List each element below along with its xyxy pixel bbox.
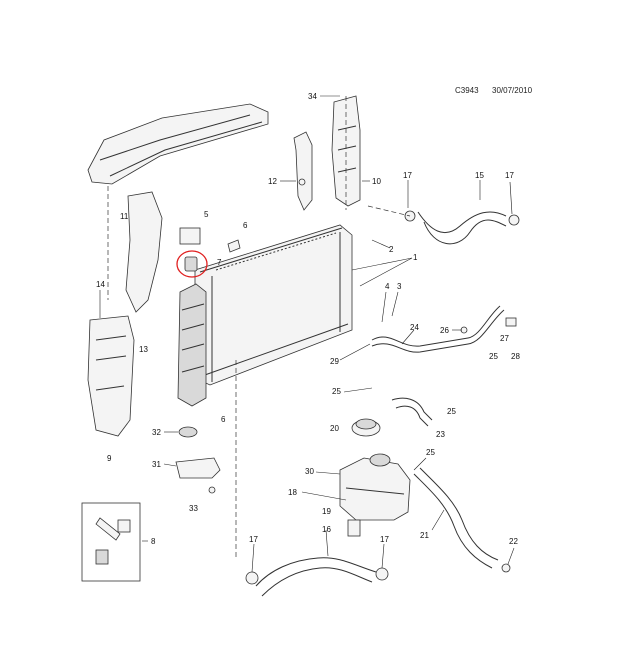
callout-label: 2 <box>389 245 394 254</box>
radiator-part <box>194 224 353 386</box>
callout-label: 10 <box>372 177 381 186</box>
callout-label: 15 <box>475 171 484 180</box>
callout-label: 25 <box>332 387 341 396</box>
callout-label: 25 <box>447 407 456 416</box>
callout-label: 12 <box>268 177 277 186</box>
side-tank-part <box>177 283 207 407</box>
callout-label: 7 <box>217 258 222 267</box>
callout-label: 17 <box>403 171 412 180</box>
bracket-5-part <box>179 227 201 245</box>
callout-label: 30 <box>305 467 314 476</box>
callout-label: 22 <box>509 537 518 546</box>
hose-23-part <box>391 397 433 421</box>
bolt-6-part <box>227 239 241 253</box>
lower-mount-part <box>175 360 237 560</box>
callout-label: 3 <box>397 282 402 291</box>
callout-label: 34 <box>308 92 317 101</box>
callout-label: 25 <box>489 352 498 361</box>
callout-label: 14 <box>96 280 105 289</box>
hose-21-part <box>413 473 493 569</box>
callout-label: 6 <box>243 221 248 230</box>
bracket-12-part <box>293 131 313 211</box>
callout-label: 4 <box>385 282 390 291</box>
callout-label: 6 <box>221 415 226 424</box>
diagram-date: 30/07/2010 <box>492 86 533 95</box>
callout-label: 17 <box>380 535 389 544</box>
callout-label: 17 <box>505 171 514 180</box>
callout-label: 27 <box>500 334 509 343</box>
top-cover-part <box>87 103 269 300</box>
callout-label: 5 <box>204 210 209 219</box>
bracket-10-part <box>331 95 361 210</box>
callout-label: 17 <box>249 535 258 544</box>
hose-21-outer <box>419 467 499 561</box>
callout-label: 9 <box>107 454 112 463</box>
hose-23-inner <box>395 405 429 427</box>
side-baffle-part <box>87 191 163 437</box>
diagram-code: C3943 <box>455 86 479 95</box>
callout-label: 32 <box>152 428 161 437</box>
callout-label: 1 <box>413 253 418 262</box>
cap-20-part <box>351 418 381 437</box>
callout-label: 11 <box>120 212 129 221</box>
upper-hose-part <box>367 205 520 245</box>
callout-labels: 34 12 10 17 15 17 11 5 6 2 1 7 4 3 14 26… <box>96 92 520 546</box>
callout-label: 20 <box>330 424 339 433</box>
callout-label: 18 <box>288 488 297 497</box>
callout-label: 23 <box>436 430 445 439</box>
callout-label: 33 <box>189 504 198 513</box>
callout-label: 26 <box>440 326 449 335</box>
callout-label: 8 <box>151 537 156 546</box>
part-7-highlight <box>176 250 208 278</box>
expansion-tank-part <box>339 453 411 537</box>
callout-label: 25 <box>426 448 435 457</box>
bolt-kit-inset <box>81 502 141 582</box>
lower-hose-part <box>245 557 511 597</box>
callout-label: 13 <box>139 345 148 354</box>
callout-label: 29 <box>330 357 339 366</box>
callout-label: 28 <box>511 352 520 361</box>
callout-label: 31 <box>152 460 161 469</box>
callout-label: 16 <box>322 525 331 534</box>
leader-lines <box>99 95 515 573</box>
callout-label: 24 <box>410 323 419 332</box>
callout-label: 19 <box>322 507 331 516</box>
callout-label: 21 <box>420 531 429 540</box>
